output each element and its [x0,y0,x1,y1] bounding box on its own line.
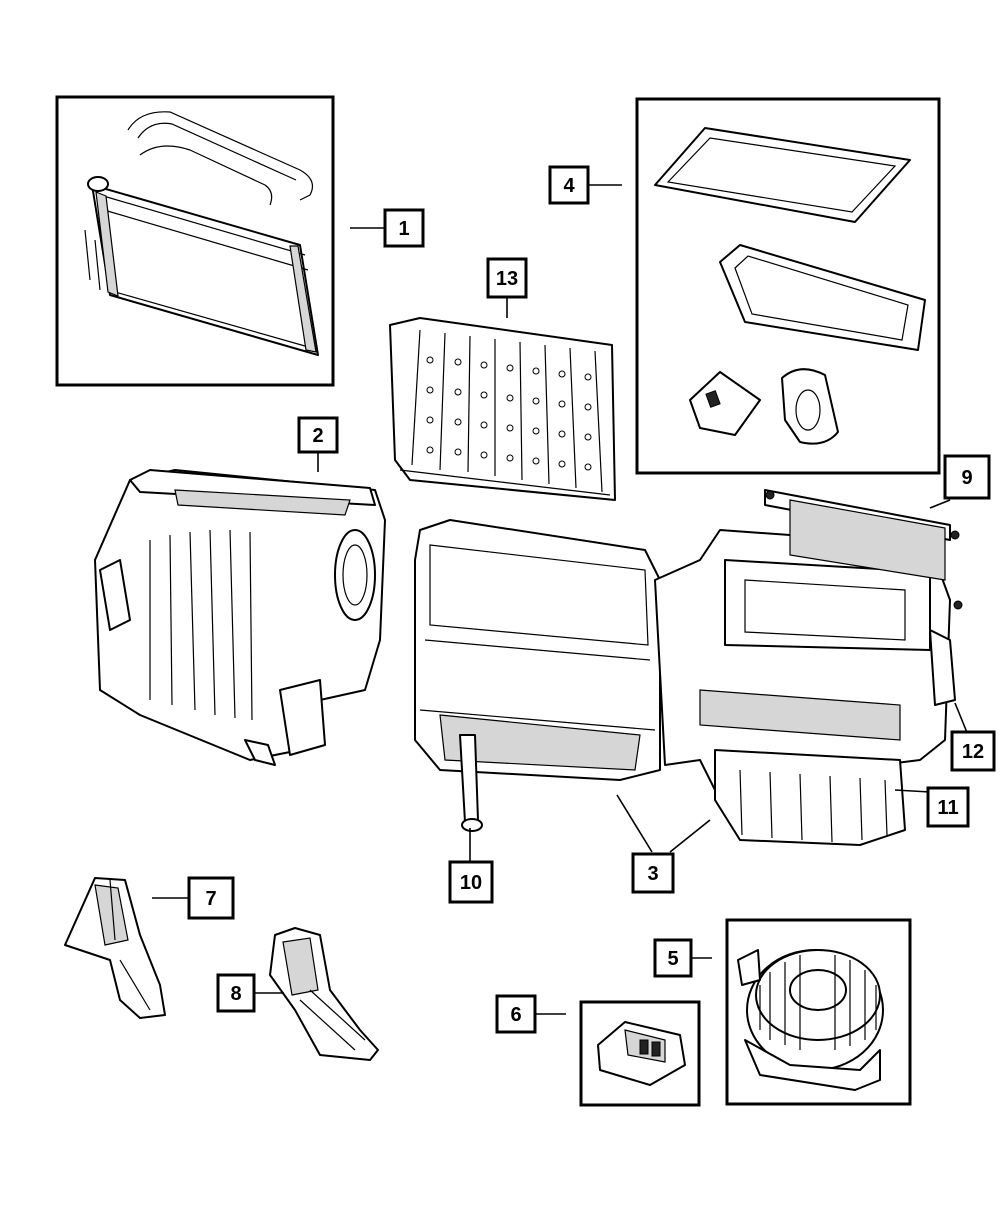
callout-8: 8 [216,973,256,1013]
seal-kit-frame [635,97,941,475]
callout-1: 1 [383,208,425,248]
duct-8-drawing [269,927,379,1061]
callout-11: 11 [926,786,970,828]
callout-7: 7 [187,876,235,920]
callout-label-8: 8 [230,983,241,1005]
callout-label-5: 5 [667,948,678,970]
callout-13: 13 [486,257,528,299]
callout-5: 5 [653,938,693,978]
resistor-group [579,1000,701,1107]
callout-label-2: 2 [312,425,323,447]
callout-label-12: 12 [962,741,984,763]
heater-core-drawing [84,111,319,356]
callout-9: 9 [943,454,991,500]
callout-12: 12 [950,730,996,772]
callout-label-1: 1 [398,218,409,240]
heater-housing-drawing [94,469,386,766]
callout-label-11: 11 [937,797,958,819]
callout-label-4: 4 [563,175,575,197]
callout-label-6: 6 [510,1004,521,1026]
hvac-housing-drawing [414,489,963,846]
resistor-frame [579,1000,701,1107]
callout-label-10: 10 [460,872,482,894]
blower-motor-frame [725,918,912,1106]
callout-label-7: 7 [205,888,216,910]
evaporator-panel-drawing [389,317,616,501]
seal-kit-group [635,97,941,475]
duct-7-drawing [64,877,166,1019]
callout-label-3: 3 [647,863,658,885]
heater-core-group [55,95,335,387]
blower-motor-group [725,918,912,1106]
callout-3: 3 [631,852,675,894]
callout-6: 6 [495,994,537,1034]
callout-label-9: 9 [961,467,972,489]
callout-2: 2 [297,416,339,454]
callout-4: 4 [548,165,590,205]
callout-label-13: 13 [496,268,518,290]
heater-core-frame [55,95,335,387]
callout-10: 10 [448,860,494,904]
